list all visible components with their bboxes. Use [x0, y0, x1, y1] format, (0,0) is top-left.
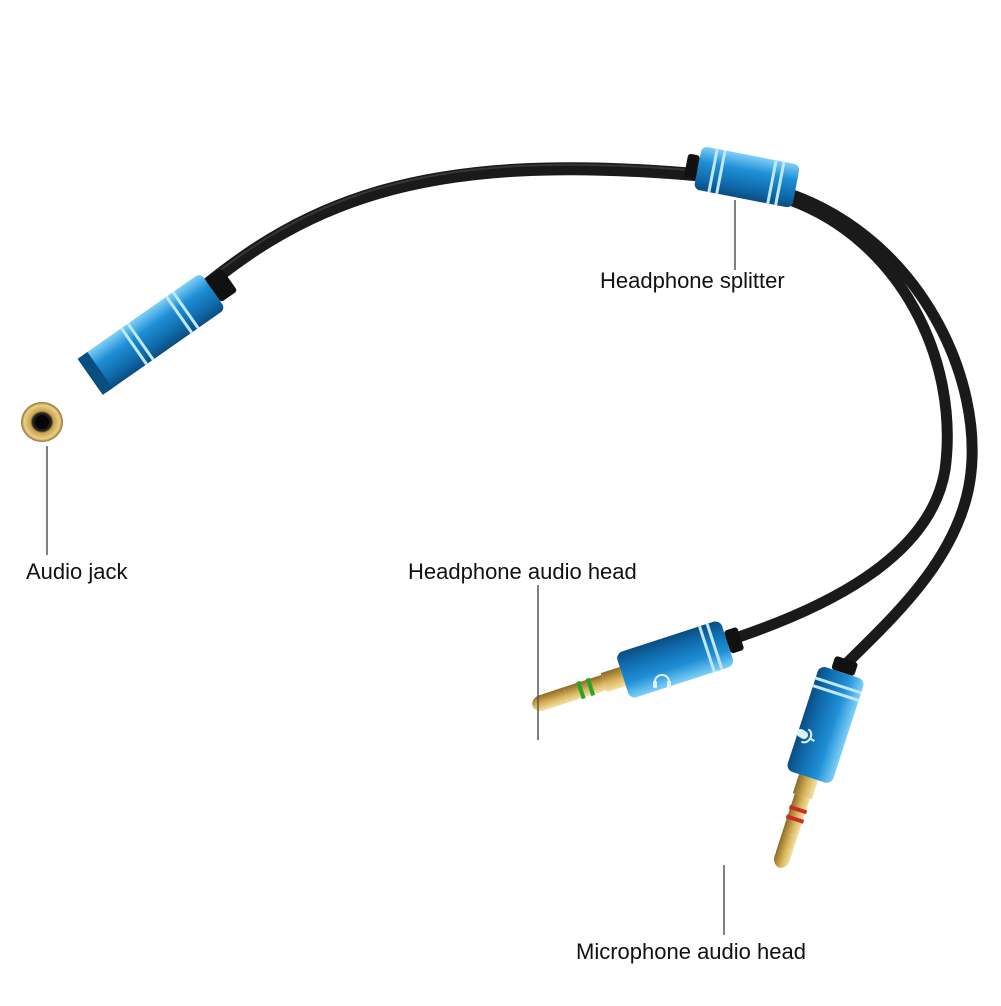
headphone-plug: [532, 621, 744, 711]
headphone-splitter: [684, 146, 800, 208]
label-headphone-splitter: Headphone splitter: [600, 268, 785, 293]
headphone-icon: [653, 674, 671, 688]
label-microphone-audio-head: Microphone audio head: [576, 939, 806, 964]
label-audio-jack: Audio jack: [26, 559, 128, 584]
microphone-icon: [796, 728, 815, 744]
label-headphone-audio-head: Headphone audio head: [408, 559, 637, 584]
microphone-cable: [784, 188, 978, 671]
headphone-cable: [724, 194, 953, 646]
main-cable: [168, 162, 707, 319]
microphone-plug: [774, 656, 864, 868]
audio-jack: [21, 269, 237, 442]
